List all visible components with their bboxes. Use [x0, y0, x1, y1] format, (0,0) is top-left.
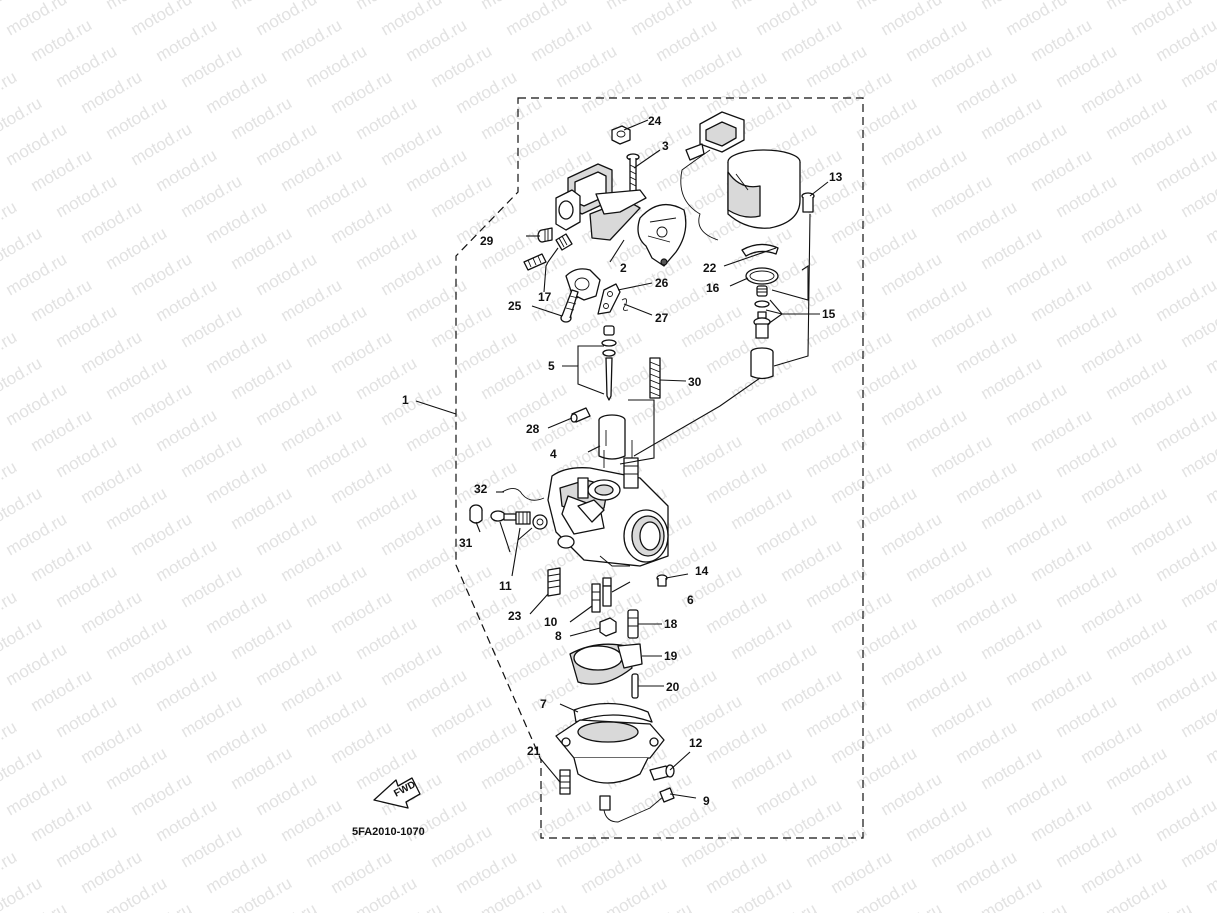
callout-18: 18	[664, 617, 678, 631]
float-part-19	[569, 643, 643, 685]
callout-25: 25	[508, 299, 522, 313]
jet-needle-set-part-5	[601, 325, 617, 401]
auto-choke-unit	[680, 111, 801, 241]
screw-part-23	[547, 567, 561, 597]
drain-hose-part-9	[599, 787, 675, 823]
pilot-screw-part-17	[523, 233, 573, 271]
throttle-valve-part-4	[598, 414, 626, 460]
callout-15: 15	[822, 307, 836, 321]
clip-plate-part-27	[597, 283, 629, 315]
wire-clip-part-32	[501, 488, 545, 501]
callout-10: 10	[544, 615, 558, 629]
callout-24: 24	[648, 114, 662, 128]
callout-3: 3	[662, 139, 669, 153]
callout-8: 8	[555, 629, 562, 643]
callout-30: 30	[688, 375, 702, 389]
starter-plunger-set-part-15	[750, 285, 774, 380]
callout-numbers: 1 2 3 4 5 6 7 8 9 10 11 12 13 14 15 16 1…	[402, 114, 843, 808]
screw-part-28	[570, 407, 591, 423]
callout-16: 16	[706, 281, 720, 295]
callout-32: 32	[474, 482, 488, 496]
callout-31: 31	[459, 536, 473, 550]
callout-22: 22	[703, 261, 717, 275]
callout-21: 21	[527, 744, 541, 758]
diagram-code: 5FA2010-1070	[352, 826, 425, 838]
callout-26: 26	[655, 276, 669, 290]
throttle-spring-part-30	[649, 357, 661, 399]
cap-part-31	[469, 504, 483, 524]
needle-jet-part-10	[591, 583, 601, 613]
float-pin-part-20	[631, 673, 639, 699]
carburetor-body	[547, 440, 669, 567]
leader-lines	[415, 119, 829, 799]
watermark-text: motod.ru	[0, 873, 45, 913]
screw-part-3	[626, 153, 640, 193]
screw-part-29	[537, 227, 553, 243]
callout-20: 20	[666, 680, 680, 694]
callout-5: 5	[548, 359, 555, 373]
callout-11: 11	[499, 579, 512, 593]
float-chamber-part-7	[555, 702, 665, 784]
pilot-jet-part-18	[627, 609, 639, 639]
callout-7: 7	[540, 697, 547, 711]
main-nozzle-part-6	[602, 577, 612, 607]
callout-14: 14	[695, 564, 709, 578]
callout-28: 28	[526, 422, 540, 436]
callout-1: 1	[402, 393, 409, 407]
o-ring-part-16	[745, 267, 779, 285]
callout-12: 12	[689, 736, 703, 750]
screw-part-25	[560, 289, 579, 323]
drain-screw-part-12	[649, 764, 675, 781]
main-jet-part-8	[599, 617, 617, 637]
callout-4: 4	[550, 447, 557, 461]
callout-27: 27	[655, 311, 669, 325]
callout-2: 2	[620, 261, 627, 275]
screw-part-21	[559, 769, 571, 795]
callout-6: 6	[687, 593, 694, 607]
screw-part-14	[656, 574, 668, 587]
screw-part-13	[801, 192, 815, 213]
callout-9: 9	[703, 794, 710, 808]
callout-29: 29	[480, 234, 494, 248]
throttle-lever-part-2	[555, 163, 687, 267]
clip-part-22	[741, 243, 779, 257]
callout-17: 17	[538, 290, 552, 304]
callout-13: 13	[829, 170, 843, 184]
air-screw-set-part-11	[490, 510, 548, 530]
callout-19: 19	[664, 649, 678, 663]
nut-part-24	[611, 125, 631, 145]
callout-23: 23	[508, 609, 522, 623]
